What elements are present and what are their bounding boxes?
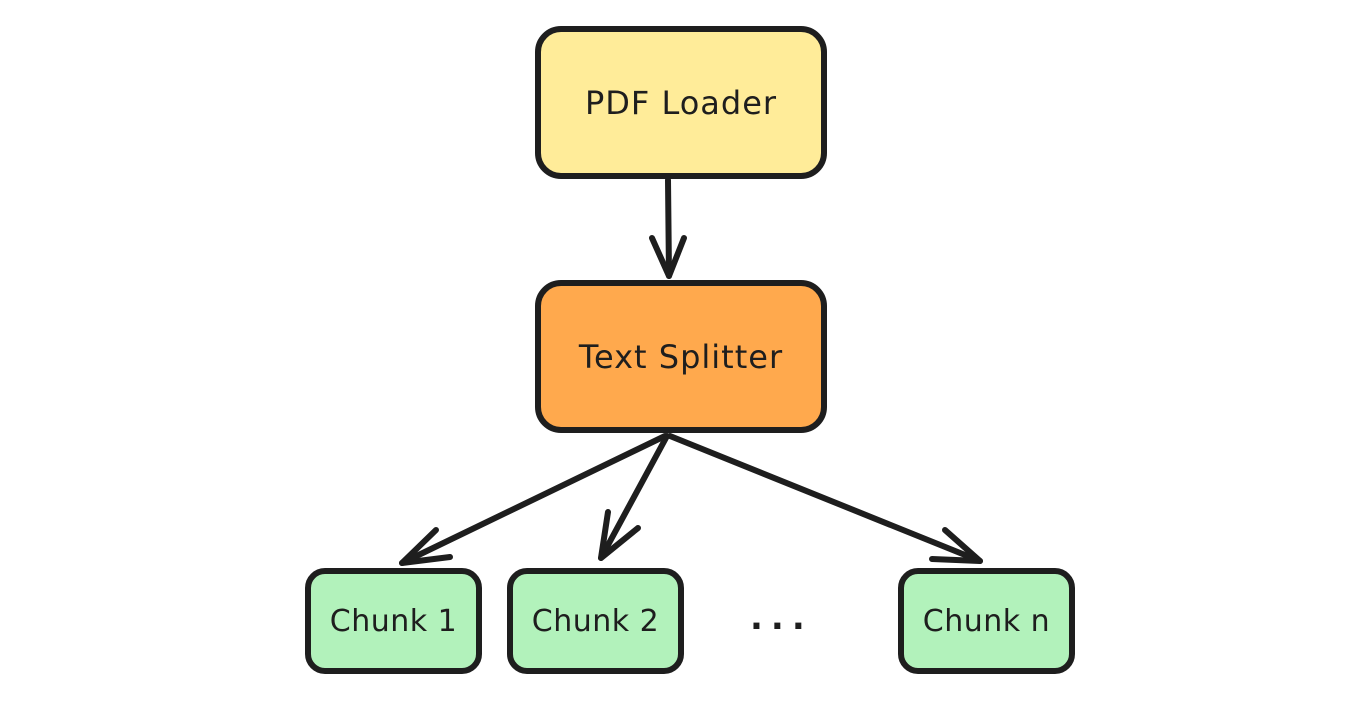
node-chunk-2[interactable]: Chunk 2 (507, 568, 684, 674)
node-label: Chunk n (922, 603, 1051, 639)
edge-line (665, 177, 672, 279)
arrowhead-icon (649, 235, 687, 279)
edge-line (667, 433, 983, 564)
node-label: PDF Loader (584, 83, 778, 122)
edge-line (598, 433, 670, 561)
node-label: Text Splitter (578, 337, 784, 376)
arrowhead-icon (399, 527, 453, 566)
edge-line (399, 433, 668, 566)
node-label: Chunk 2 (531, 603, 660, 639)
edge-text-splitter-to-chunk-2 (598, 433, 670, 561)
node-chunk-1[interactable]: Chunk 1 (305, 568, 482, 674)
arrowhead-icon (929, 527, 983, 564)
node-pdf-loader[interactable]: PDF Loader (535, 26, 827, 179)
edge-text-splitter-to-chunk-1 (399, 433, 668, 566)
edge-pdf-loader-to-text-splitter (649, 177, 687, 279)
edge-text-splitter-to-chunk-n (667, 433, 983, 564)
node-text-splitter[interactable]: Text Splitter (535, 280, 827, 433)
node-chunk-n[interactable]: Chunk n (898, 568, 1075, 674)
node-label: Chunk 1 (329, 603, 458, 639)
arrowhead-icon (598, 509, 641, 561)
ellipsis: ... (750, 598, 813, 638)
